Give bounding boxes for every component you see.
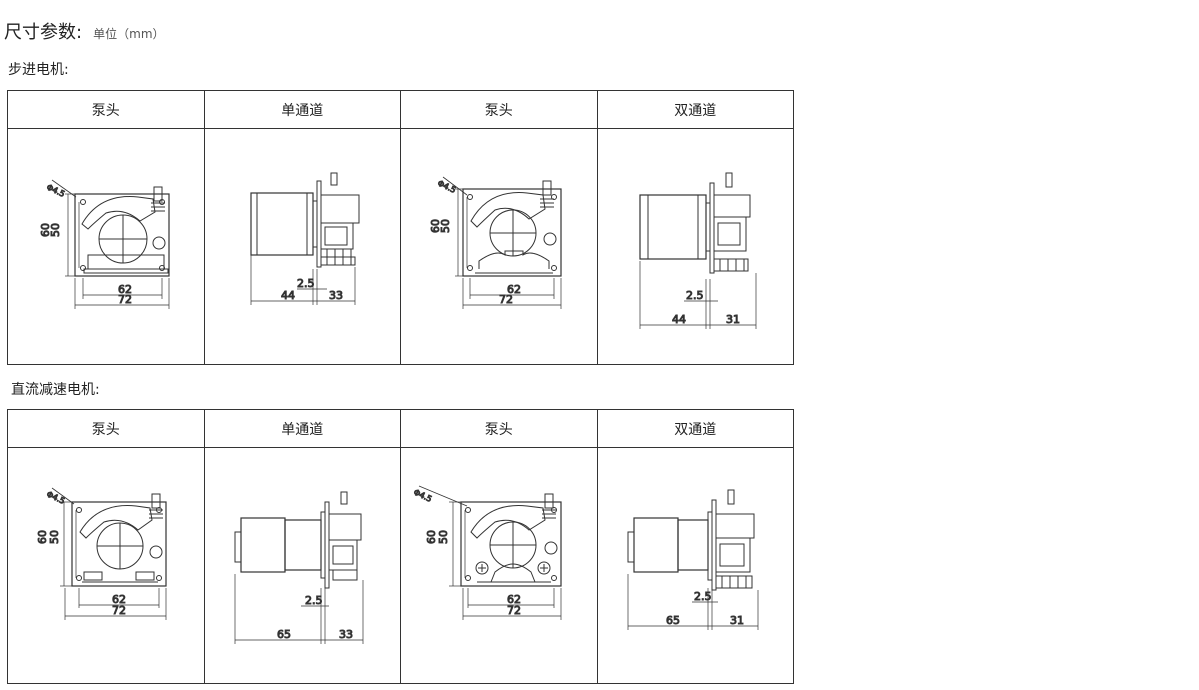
height-outer-label: 60 xyxy=(39,223,52,237)
drawing-cell: Φ4.5 60 50 xyxy=(400,128,598,365)
column-header: 泵头 xyxy=(400,409,598,448)
motor-length-label: 65 xyxy=(666,614,680,627)
drawing-cell: Φ4.5 60 50 xyxy=(7,128,205,365)
drawing-cell: 2.5 65 33 xyxy=(203,447,401,684)
width-inner-label: 62 xyxy=(112,593,126,606)
pump-head-front-drawing: Φ4.5 60 50 xyxy=(39,179,170,309)
drawing-cell: 2.5 44 31 xyxy=(596,128,794,365)
height-outer-label: 60 xyxy=(425,530,438,544)
pump-length-label: 33 xyxy=(329,289,343,302)
pump-length-label: 31 xyxy=(726,313,740,326)
width-outer-label: 72 xyxy=(507,604,521,617)
width-outer-label: 72 xyxy=(112,604,126,617)
offset-label: 2.5 xyxy=(694,590,712,603)
title-text: 尺寸参数: xyxy=(4,22,83,43)
hole-diameter-label: Φ4.5 xyxy=(45,183,66,199)
pump-head-front-drawing: Φ4.5 60 50 xyxy=(412,485,562,620)
width-inner-label: 62 xyxy=(507,593,521,606)
column-header: 泵头 xyxy=(400,90,598,129)
dual-channel-side-drawing: 2.5 65 31 xyxy=(627,489,758,630)
height-outer-label: 60 xyxy=(36,530,49,544)
dimension-table-stepper: 泵头 单通道 泵头 双通道 Φ4.5 xyxy=(7,90,794,365)
column-header: 双通道 xyxy=(596,90,794,129)
motor-length-label: 44 xyxy=(672,313,686,326)
offset-label: 2.5 xyxy=(305,594,323,607)
dimension-table-dc-motor: 泵头 单通道 泵头 双通道 Φ4.5 xyxy=(7,409,794,684)
hole-diameter-label: Φ4.5 xyxy=(45,490,66,506)
pump-length-label: 33 xyxy=(339,628,353,641)
height-outer-label: 60 xyxy=(429,219,442,233)
column-header: 双通道 xyxy=(596,409,794,448)
section-label-stepper: 步进电机: xyxy=(8,62,69,78)
height-inner-label: 50 xyxy=(439,219,452,233)
single-channel-side-drawing: 2.5 44 33 xyxy=(249,172,359,305)
table-header-row: 泵头 单通道 泵头 双通道 xyxy=(7,90,794,129)
height-inner-label: 50 xyxy=(48,530,61,544)
table-header-row: 泵头 单通道 泵头 双通道 xyxy=(7,409,794,448)
pump-length-label: 31 xyxy=(730,614,744,627)
column-header: 单通道 xyxy=(203,409,401,448)
offset-label: 2.5 xyxy=(297,277,315,290)
pump-head-front-drawing: Φ4.5 60 50 xyxy=(36,487,167,620)
column-header: 泵头 xyxy=(7,409,205,448)
section-label-dc-motor: 直流减速电机: xyxy=(11,382,100,398)
single-channel-side-drawing: 2.5 65 33 xyxy=(234,491,363,644)
page-title: 尺寸参数: 单位（mm） xyxy=(4,18,165,44)
width-outer-label: 72 xyxy=(499,293,513,306)
height-inner-label: 50 xyxy=(437,530,450,544)
column-header: 泵头 xyxy=(7,90,205,129)
hole-diameter-label: Φ4.5 xyxy=(436,179,457,195)
drawing-cell: Φ4.5 60 50 xyxy=(7,447,205,684)
hole-diameter-label: Φ4.5 xyxy=(412,488,433,504)
height-inner-label: 50 xyxy=(49,223,62,237)
width-inner-label: 62 xyxy=(118,283,132,296)
drawing-cell: Φ4.5 60 50 xyxy=(400,447,598,684)
table-row: Φ4.5 60 50 xyxy=(7,128,794,365)
offset-label: 2.5 xyxy=(686,289,704,302)
dual-channel-side-drawing: 2.5 44 31 xyxy=(638,172,756,329)
motor-length-label: 65 xyxy=(277,628,291,641)
width-outer-label: 72 xyxy=(118,293,132,306)
drawing-cell: 2.5 44 33 xyxy=(203,128,401,365)
unit-text: 单位（mm） xyxy=(93,27,165,41)
drawing-cell: 2.5 65 31 xyxy=(596,447,794,684)
table-row: Φ4.5 60 50 xyxy=(7,447,794,684)
column-header: 单通道 xyxy=(203,90,401,129)
motor-length-label: 44 xyxy=(281,289,295,302)
pump-head-front-drawing: Φ4.5 60 50 xyxy=(429,176,562,309)
width-inner-label: 62 xyxy=(507,283,521,296)
